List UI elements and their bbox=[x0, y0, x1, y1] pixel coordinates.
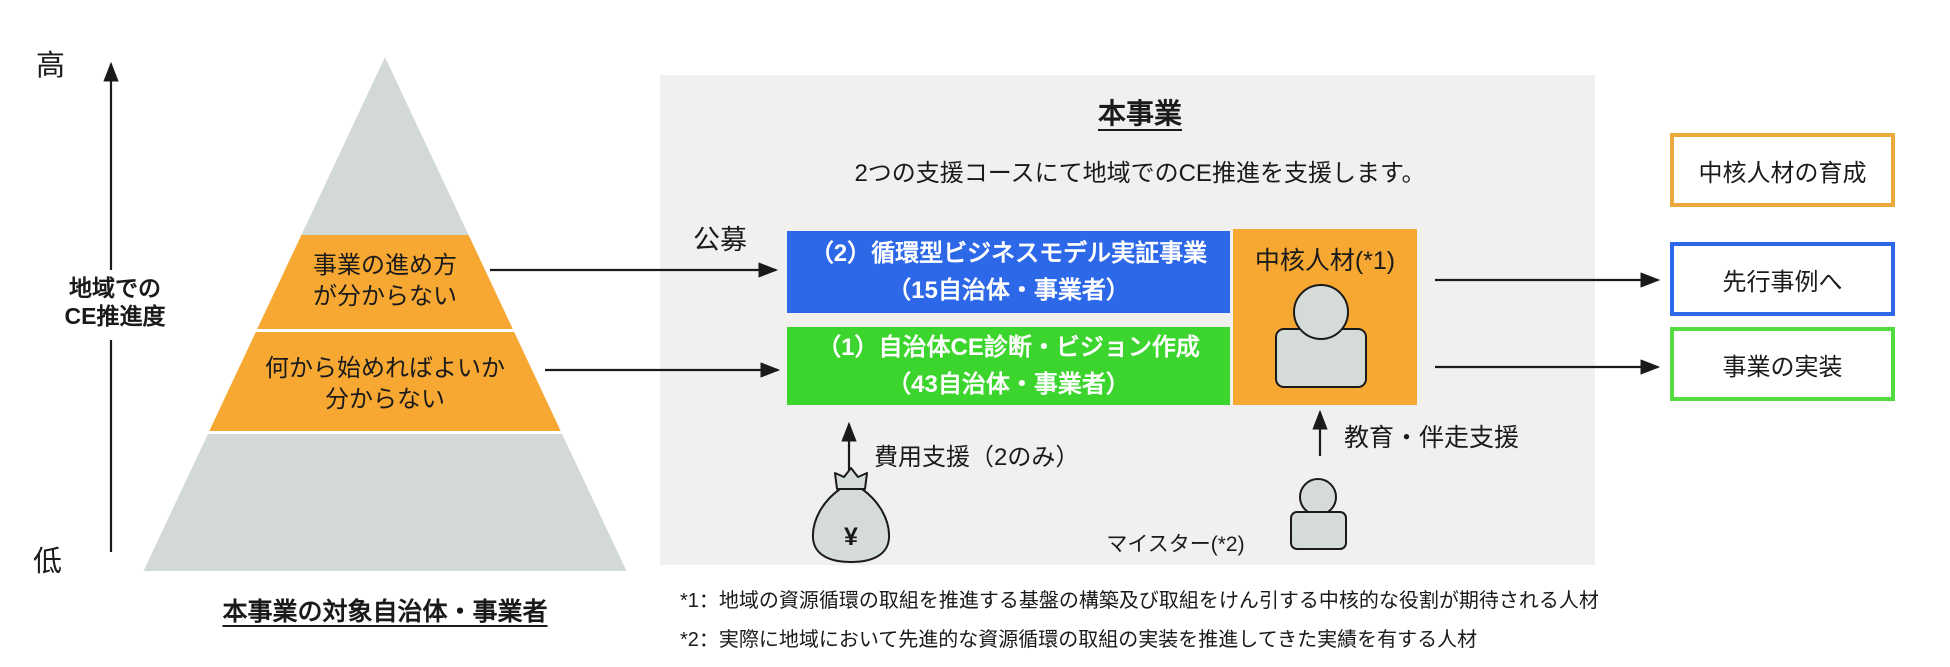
axis-high-label: 高 bbox=[36, 50, 66, 82]
core-person-box: 中核人材(*1) bbox=[1233, 229, 1417, 405]
axis-title-line2: CE推進度 bbox=[64, 303, 166, 329]
footnote-2: *2：実際に地域において先進的な資源循環の取組の実装を推進してきた実績を有する人… bbox=[680, 629, 1478, 651]
outcome-box-precedent: 先行事例へ bbox=[1670, 242, 1895, 316]
pyramid-band1-text: 事業の進め方 が分からない bbox=[260, 250, 510, 312]
course1-count: （43自治体・事業者） bbox=[887, 371, 1130, 398]
outcome-precedent-label: 先行事例へ bbox=[1722, 268, 1843, 296]
axis-low-label: 低 bbox=[33, 546, 63, 578]
band1-line1: 事業の進め方 bbox=[313, 252, 457, 279]
band2-line1: 何から始めればよいか bbox=[265, 355, 505, 382]
meister-label: マイスター(*2) bbox=[1106, 533, 1245, 556]
pyramid-caption: 本事業の対象自治体・事業者 bbox=[222, 598, 548, 626]
cost-support-label: 費用支援（2のみ） bbox=[874, 444, 1080, 471]
panel-title: 本事業 bbox=[1097, 98, 1182, 129]
pyramid-bottom-segment bbox=[143, 434, 627, 571]
course2-box: （2）循環型ビジネスモデル実証事業 （15自治体・事業者） bbox=[787, 231, 1230, 313]
core-person-label: 中核人材(*1) bbox=[1254, 247, 1396, 275]
footnote-1: *1：地域の資源循環の取組を推進する基盤の構築及び取組をけん引する中核的な役割が… bbox=[680, 590, 1599, 612]
outcome-implementation-label: 事業の実装 bbox=[1722, 353, 1843, 381]
course2-title: （2）循環型ビジネスモデル実証事業 bbox=[809, 240, 1208, 267]
pyramid bbox=[143, 57, 627, 571]
outcome-box-training: 中核人材の育成 bbox=[1670, 133, 1895, 207]
outcome-training-label: 中核人材の育成 bbox=[1698, 159, 1867, 187]
education-support-label: 教育・伴走支援 bbox=[1344, 424, 1520, 452]
axis-title-line1: 地域での bbox=[69, 275, 161, 301]
course1-box: （1）自治体CE診断・ビジョン作成 （43自治体・事業者） bbox=[787, 327, 1230, 405]
course1-title: （1）自治体CE診断・ビジョン作成 bbox=[817, 334, 1200, 361]
yen-symbol: ¥ bbox=[844, 523, 858, 551]
course2-count: （15自治体・事業者） bbox=[887, 277, 1130, 304]
band1-line2: が分からない bbox=[313, 283, 457, 310]
pyramid-top-segment bbox=[301, 57, 469, 235]
main-program-panel bbox=[660, 75, 1595, 565]
apply-label: 公募 bbox=[693, 225, 747, 255]
pyramid-band2-text: 何から始めればよいか 分からない bbox=[235, 353, 535, 415]
panel-subtitle: 2つの支援コースにて地域でのCE推進を支援します。 bbox=[854, 160, 1426, 187]
band2-line2: 分からない bbox=[325, 386, 445, 413]
axis-title: 地域での CE推進度 bbox=[40, 274, 190, 330]
outcome-box-implementation: 事業の実装 bbox=[1670, 327, 1895, 401]
